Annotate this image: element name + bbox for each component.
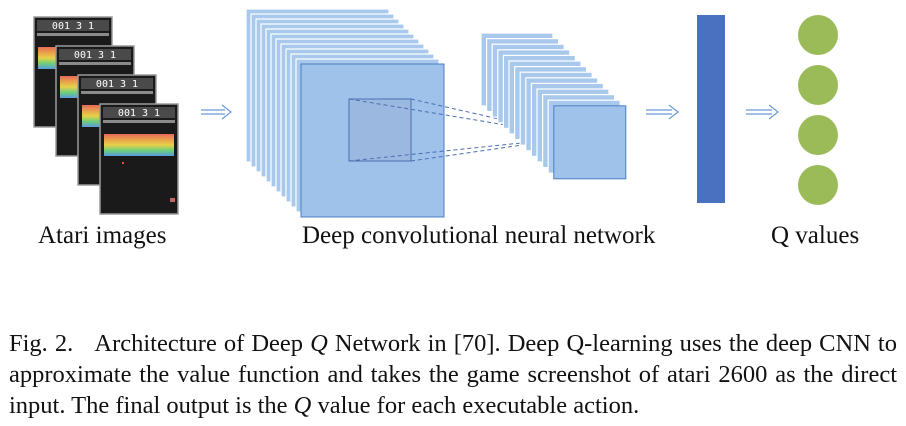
caption-math-q-2: Q <box>293 391 312 419</box>
q-value-node <box>798 65 838 105</box>
atari-paddle <box>170 198 175 202</box>
conv-to-dense-arrow-icon <box>646 104 679 120</box>
caption-math-q-1: Q <box>310 329 328 357</box>
conv-layer-2-stack <box>480 32 627 180</box>
figure-caption: Fig. 2. Architecture of Deep Q Network i… <box>9 328 897 421</box>
atari-images-stack: 001 3 1 001 3 1 001 3 1 001 3 1 <box>33 16 179 215</box>
atari-top-wall <box>81 91 153 94</box>
atari-score-text: 001 3 1 <box>118 108 160 119</box>
output-label: Q values <box>771 222 860 249</box>
atari-brick-rows <box>38 47 56 69</box>
architecture-diagram: 001 3 1 001 3 1 001 3 1 001 3 1 <box>33 8 838 218</box>
conv1-receptive-window <box>348 98 412 162</box>
atari-score-text: 001 3 1 <box>96 79 138 90</box>
caption-prefix: Fig. 2. <box>9 329 74 357</box>
caption-text-3: value for each executable action. <box>311 391 640 419</box>
dqn-architecture-figure: 001 3 1 001 3 1 001 3 1 001 3 1 Atari image… <box>33 8 860 249</box>
input-label: Atari images <box>38 222 167 249</box>
atari-score-text: 001 3 1 <box>74 50 116 61</box>
conv2-front-feature-map <box>553 105 627 180</box>
fully-connected-layer <box>697 15 725 203</box>
caption-text-1: Architecture of Deep <box>94 329 311 357</box>
input-arrow-icon <box>201 104 232 120</box>
arrow-head <box>768 104 779 120</box>
q-value-nodes <box>798 15 838 205</box>
atari-brick-rows <box>60 76 78 98</box>
atari-score-text: 001 3 1 <box>52 21 94 32</box>
atari-top-wall <box>59 62 131 65</box>
atari-score-bar <box>37 20 109 31</box>
atari-score-bar <box>81 78 153 89</box>
arrow-head <box>668 104 679 120</box>
atari-score-bar <box>59 49 131 60</box>
output-arrow-icon <box>746 104 779 120</box>
projection-line <box>348 98 579 138</box>
arrow-head <box>221 104 232 120</box>
atari-ball <box>122 162 124 164</box>
conv-layer-1-stack <box>245 8 445 218</box>
q-value-node <box>798 165 838 205</box>
atari-frame: 001 3 1 <box>99 103 179 215</box>
atari-brick-rows <box>104 134 174 156</box>
q-value-node <box>798 15 838 55</box>
network-label: Deep convolutional neural network <box>302 222 656 249</box>
atari-score-bar <box>103 107 175 118</box>
atari-brick-rows <box>82 105 100 127</box>
atari-top-wall <box>103 120 175 123</box>
atari-top-wall <box>37 33 109 36</box>
q-value-node <box>798 115 838 155</box>
caption-text-2: Network in [70]. Deep Q-learning uses th… <box>9 329 897 419</box>
